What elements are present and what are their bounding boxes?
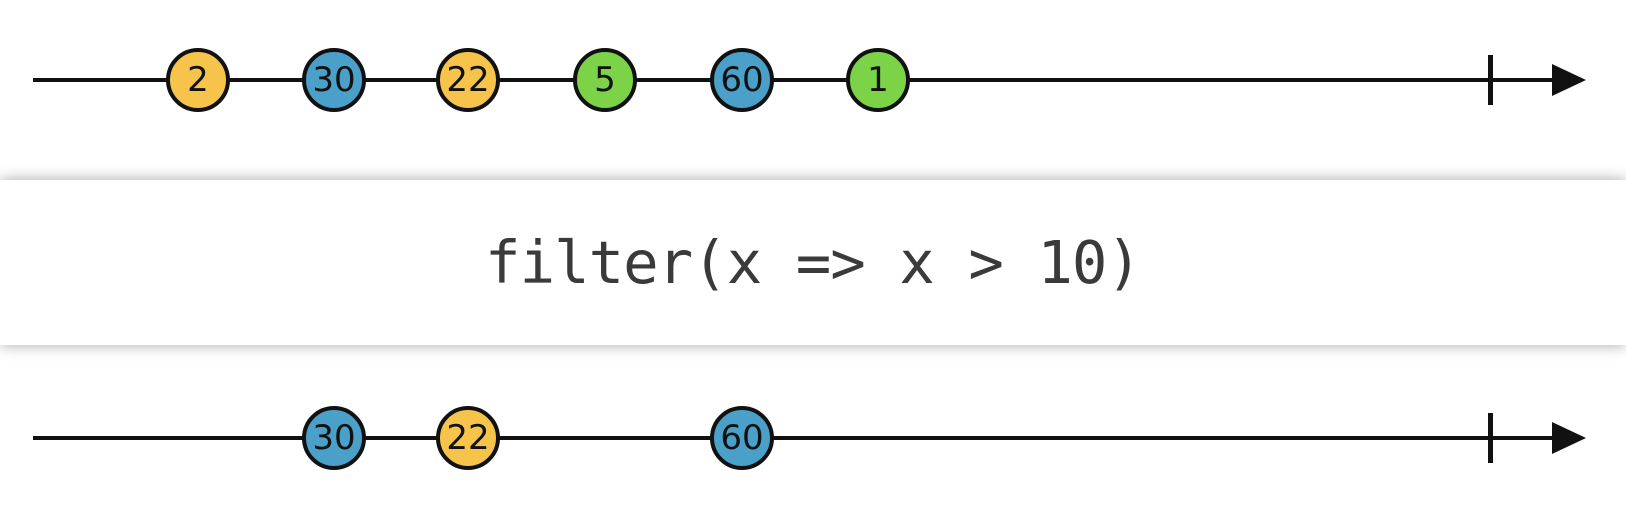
- marble-1: 1: [846, 48, 910, 112]
- output-timeline: 30 22 60: [0, 345, 1626, 530]
- marble-30: 30: [302, 48, 366, 112]
- timeline-arrowhead-icon: [1552, 422, 1586, 454]
- operator-code: filter(x => x > 10): [485, 228, 1142, 297]
- source-timeline-line: [33, 78, 1570, 82]
- marble-60: 60: [710, 48, 774, 112]
- marble-2: 2: [166, 48, 230, 112]
- timeline-arrowhead-icon: [1552, 64, 1586, 96]
- source-timeline: 2 30 22 5 60 1: [0, 0, 1626, 180]
- marble-22: 22: [436, 406, 500, 470]
- marble-5: 5: [573, 48, 637, 112]
- marble-22: 22: [436, 48, 500, 112]
- marble-30: 30: [302, 406, 366, 470]
- output-timeline-line: [33, 436, 1570, 440]
- complete-tick: [1488, 55, 1493, 105]
- marble-60: 60: [710, 406, 774, 470]
- operator-card: filter(x => x > 10): [0, 180, 1626, 345]
- complete-tick: [1488, 413, 1493, 463]
